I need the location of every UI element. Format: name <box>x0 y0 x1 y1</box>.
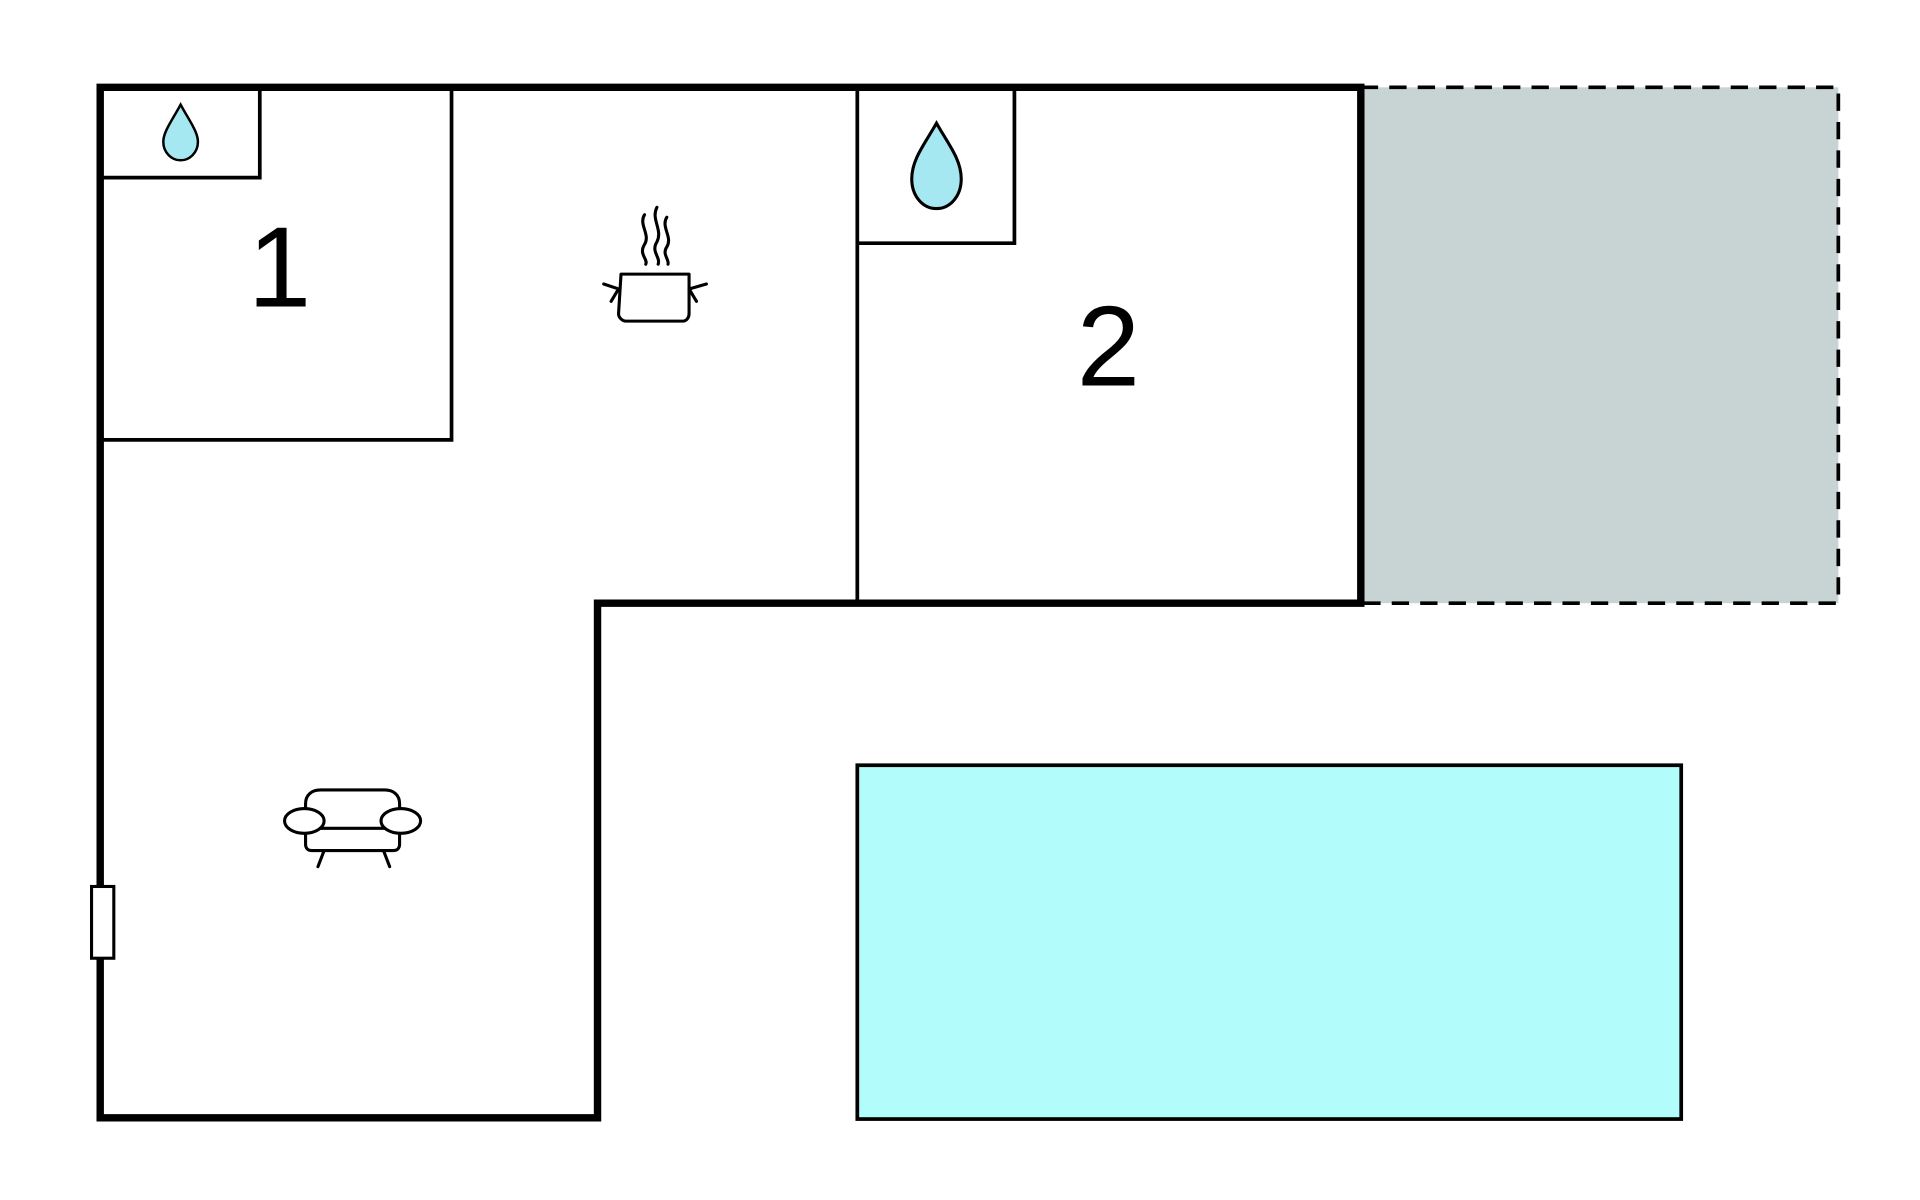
room-label-1: 1 <box>248 204 311 331</box>
exterior-wall <box>96 83 1365 1122</box>
bathroom-2-wall <box>857 87 1017 246</box>
water-drop-icon <box>162 102 200 162</box>
door-icon <box>89 884 116 960</box>
room-label-2: 2 <box>1077 284 1140 411</box>
sofa-icon <box>282 788 423 869</box>
bathroom-1-wall <box>102 87 262 180</box>
cooking-pot-icon <box>602 205 708 323</box>
swimming-pool <box>855 763 1684 1121</box>
water-drop-icon <box>910 120 963 211</box>
terrace-area <box>1358 85 1841 606</box>
interior-walls <box>102 87 1017 604</box>
bedroom-1-wall <box>102 87 454 442</box>
